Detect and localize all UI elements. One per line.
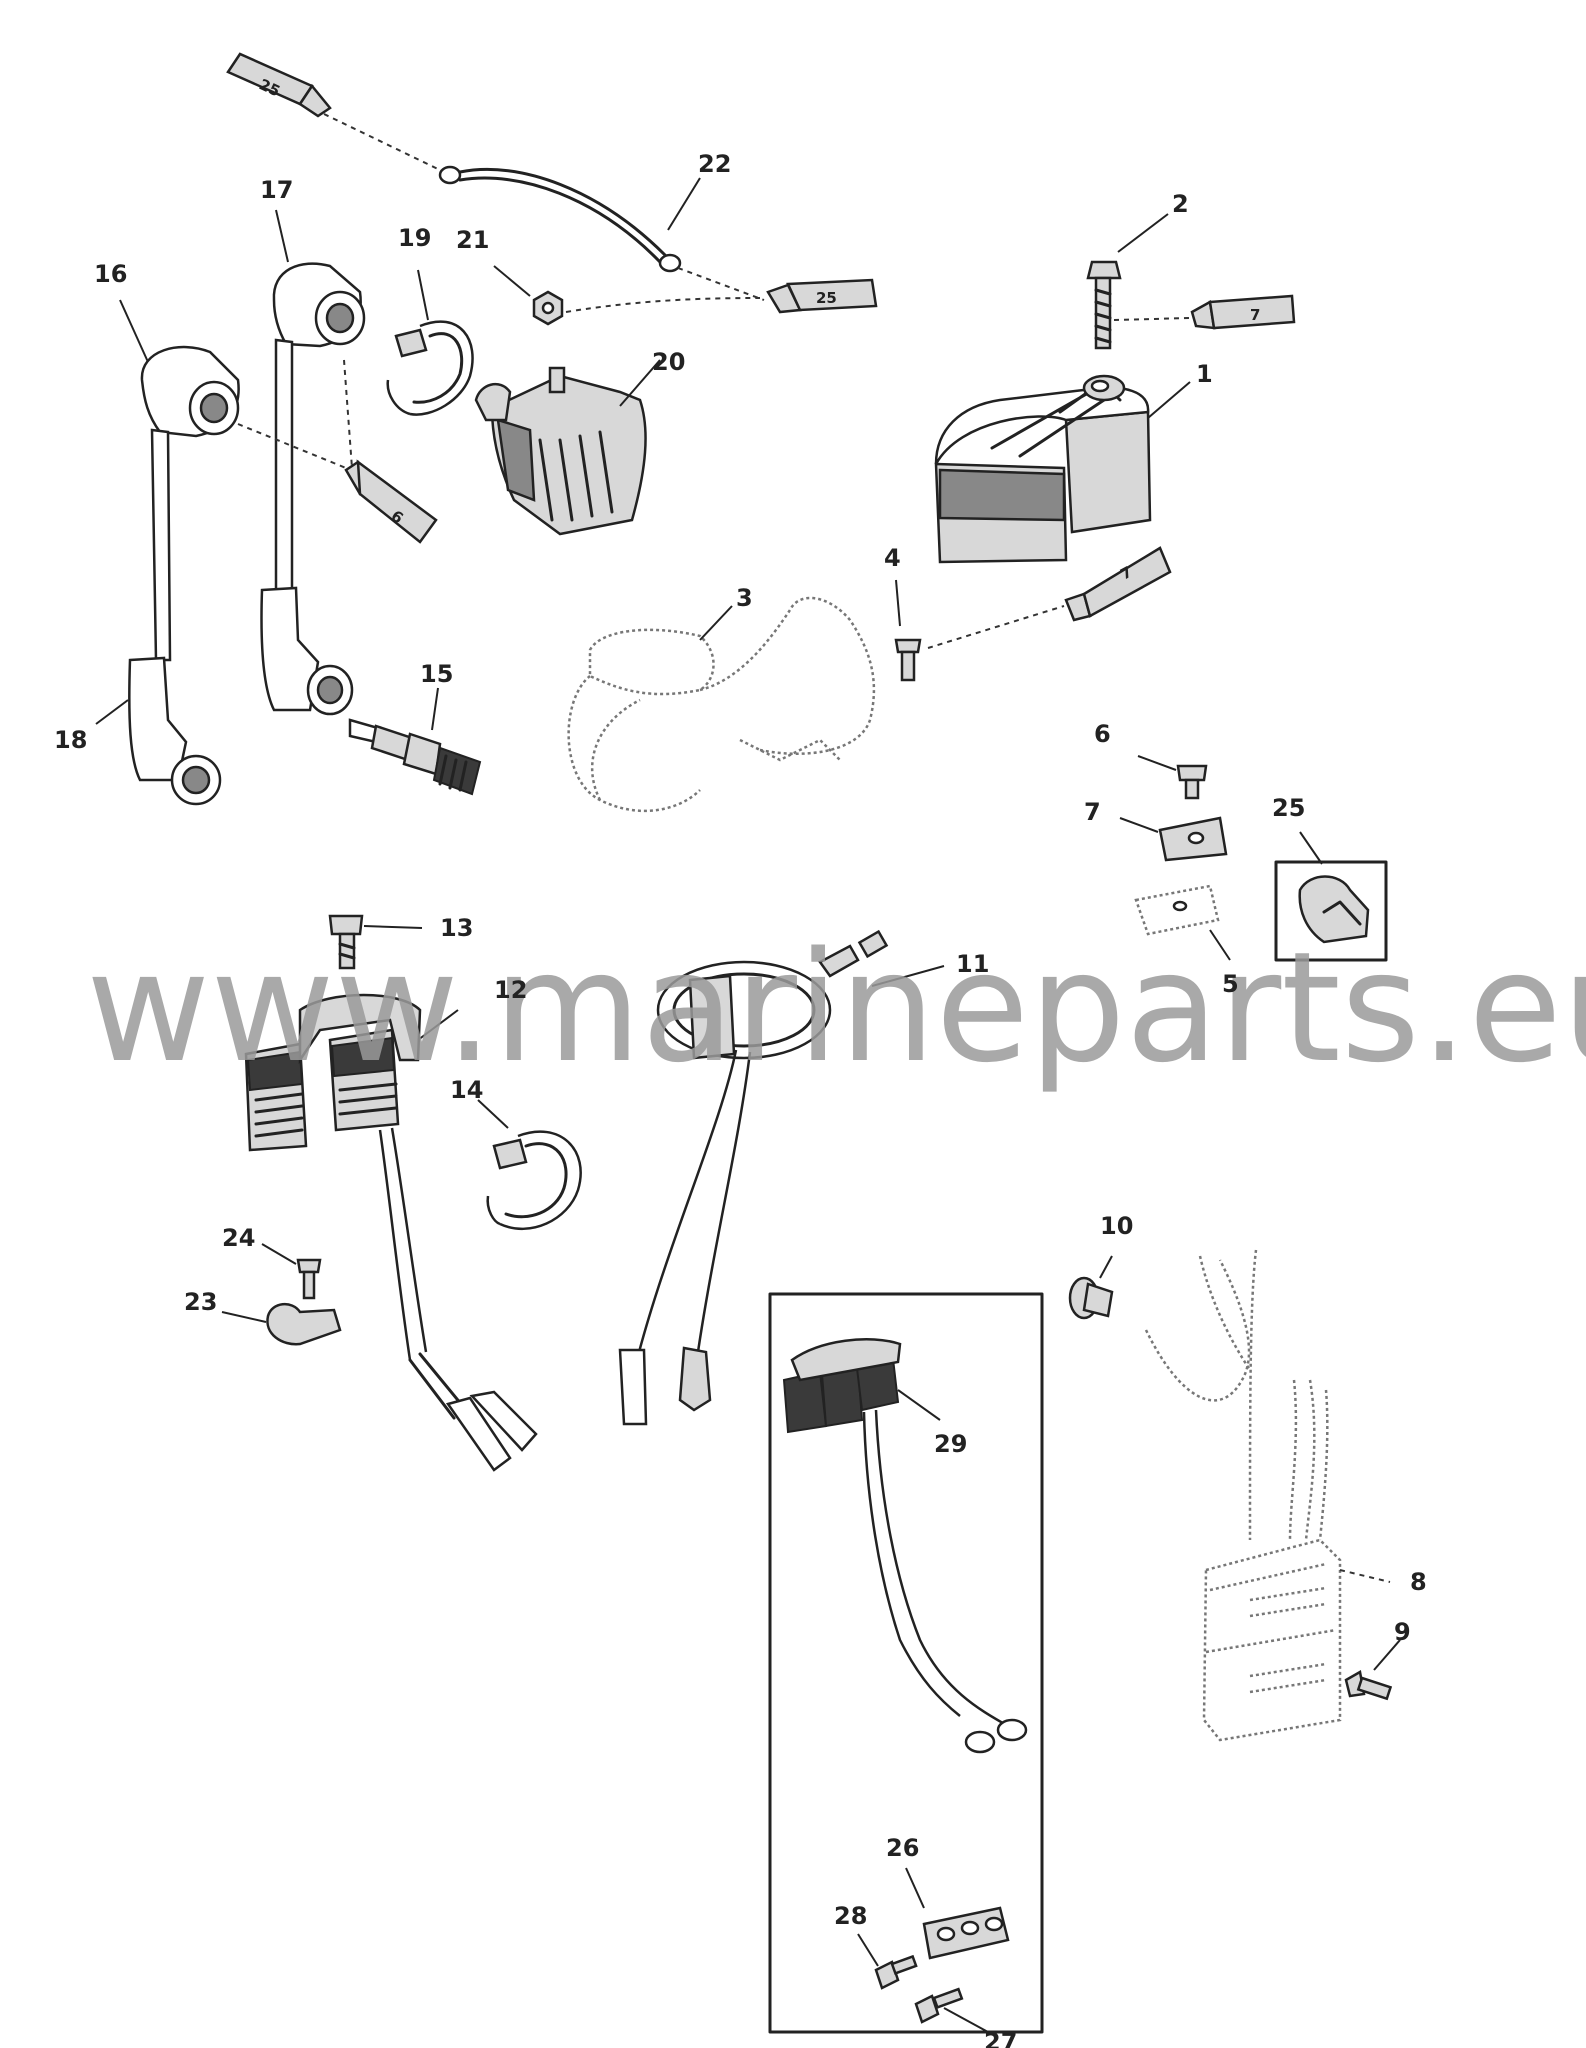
callout-19: 19 bbox=[398, 224, 431, 252]
screw-9 bbox=[1344, 1639, 1401, 1701]
tube-label-25-mid: 25 bbox=[816, 289, 837, 307]
callout-20: 20 bbox=[652, 348, 685, 376]
screw-6 bbox=[1137, 755, 1208, 800]
callout-27: 27 bbox=[984, 2028, 1017, 2048]
callout-24: 24 bbox=[222, 1224, 255, 1252]
callout-15: 15 bbox=[420, 660, 453, 688]
callout-8: 8 bbox=[1410, 1568, 1427, 1596]
spark-plug-boot-16-18 bbox=[95, 299, 240, 806]
sealant-tube-6: 6 bbox=[237, 359, 438, 544]
wire-clamp-19 bbox=[386, 269, 474, 416]
callout-6: 6 bbox=[1094, 720, 1111, 748]
power-pack bbox=[1144, 1249, 1391, 1742]
sealant-tube-25-mid: 25 bbox=[677, 267, 878, 314]
callout-12: 12 bbox=[494, 976, 527, 1004]
nut bbox=[493, 265, 761, 326]
spark-plug bbox=[348, 687, 482, 796]
bushing-10 bbox=[1068, 1255, 1114, 1320]
spark-plug-boot-17 bbox=[260, 209, 366, 716]
trigger-plate bbox=[567, 596, 876, 813]
callout-21: 21 bbox=[456, 226, 489, 254]
stator bbox=[244, 993, 538, 1472]
screw-24 bbox=[261, 1243, 322, 1300]
coil-bolt bbox=[1086, 213, 1191, 350]
callout-17: 17 bbox=[260, 176, 293, 204]
callout-18: 18 bbox=[54, 726, 87, 754]
callout-5: 5 bbox=[1222, 970, 1239, 998]
callout-29: 29 bbox=[934, 1430, 967, 1458]
callout-25: 25 bbox=[1272, 794, 1305, 822]
callout-11: 11 bbox=[956, 950, 989, 978]
callout-10: 10 bbox=[1100, 1212, 1133, 1240]
wire-clamp-14 bbox=[477, 1099, 582, 1230]
kit-box bbox=[768, 1292, 1044, 2034]
trigger-11 bbox=[618, 929, 945, 1426]
callout-7: 7 bbox=[1084, 798, 1101, 826]
screw-13 bbox=[328, 914, 423, 970]
tube-label-7-top: 7 bbox=[1250, 306, 1260, 324]
callout-22: 22 bbox=[698, 150, 731, 178]
callout-28: 28 bbox=[834, 1902, 867, 1930]
callout-labels: 1 2 3 4 5 6 7 8 9 10 11 12 13 14 15 16 1… bbox=[54, 150, 1427, 2048]
ground-strap bbox=[438, 165, 701, 273]
callout-26: 26 bbox=[886, 1834, 919, 1862]
callout-13: 13 bbox=[440, 914, 473, 942]
sealant-tube-25-top: 25 bbox=[226, 52, 441, 171]
callout-16: 16 bbox=[94, 260, 127, 288]
coil-20 bbox=[474, 359, 661, 536]
screw-4 bbox=[894, 579, 922, 682]
watermark-text: www.marineparts.eu bbox=[86, 919, 1586, 1096]
callout-1: 1 bbox=[1196, 360, 1213, 388]
sealant-tube-7-top: 7 bbox=[1190, 294, 1296, 330]
callout-4: 4 bbox=[884, 544, 901, 572]
callout-2: 2 bbox=[1172, 190, 1189, 218]
ignition-coil bbox=[934, 374, 1191, 564]
callout-3: 3 bbox=[736, 584, 753, 612]
callout-23: 23 bbox=[184, 1288, 217, 1316]
callout-14: 14 bbox=[450, 1076, 483, 1104]
retainer-plate bbox=[1119, 816, 1228, 862]
clamp-23 bbox=[221, 1303, 342, 1346]
gasket bbox=[1134, 884, 1231, 961]
clamp-box-25 bbox=[1274, 831, 1388, 962]
sealant-tube-7-low: 7 bbox=[927, 546, 1172, 649]
callout-9: 9 bbox=[1394, 1618, 1411, 1646]
